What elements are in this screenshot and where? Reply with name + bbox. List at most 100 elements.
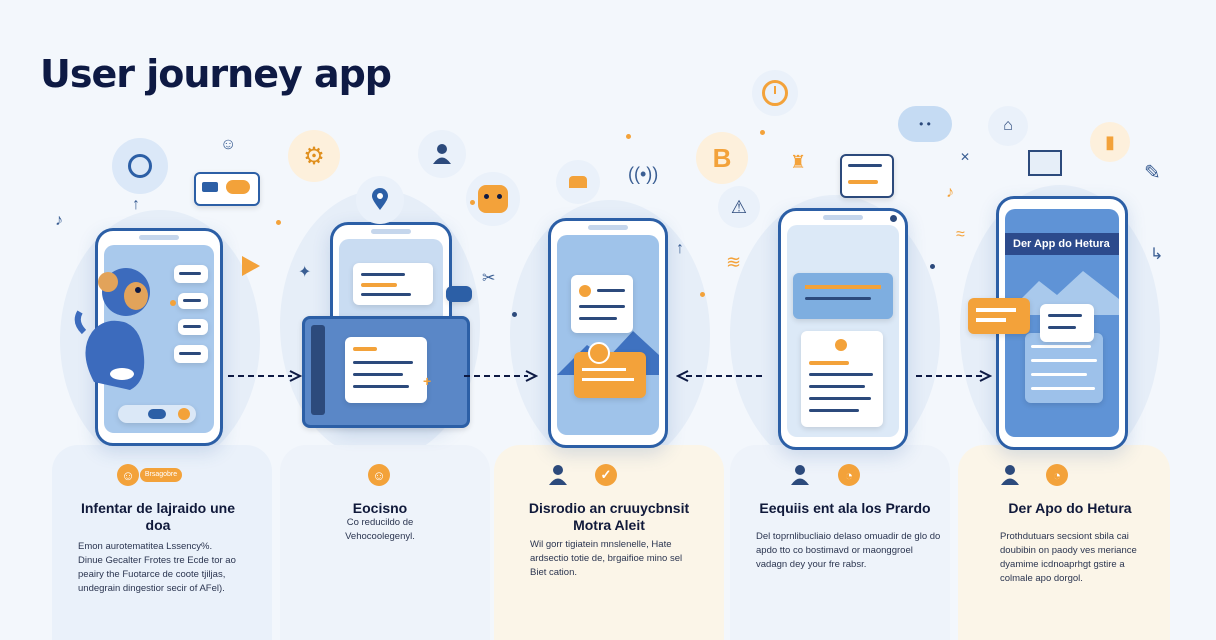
phone-screen [557, 235, 659, 435]
play-icon [242, 256, 260, 276]
phone-notch [588, 225, 628, 230]
decor-dot [700, 292, 705, 297]
wifi-icon: ≈ [956, 226, 965, 243]
chat-bubble [178, 319, 208, 335]
step-3-desc: Wil gorr tigiatein mnslenelle, Hate ards… [530, 538, 710, 580]
bird-icon: ✎ [1144, 162, 1161, 184]
desc-line: undegrain dingestior secir of AFel). [78, 583, 225, 594]
desc-line: colmale apo dorgol. [1000, 573, 1083, 584]
hook-icon: ↳ [1150, 246, 1164, 263]
people-icon: ☺ [220, 136, 237, 153]
phone-step-4 [778, 208, 908, 450]
decor-dot [276, 220, 281, 225]
phone-notch [823, 215, 863, 220]
browser-card [840, 154, 894, 198]
arrow-up-icon: ↑ [132, 196, 140, 213]
sparkle-icon: ✕ [960, 150, 971, 164]
step-4-title: Eequiis ent ala los Prardo [759, 500, 931, 516]
mascot-illustration [74, 268, 150, 390]
trophy-icon: ♜ [790, 152, 807, 172]
phone-screen [787, 225, 899, 437]
step-2-title: Eocisno [352, 500, 408, 516]
step-3-title: Disrodio an cruuycbnsit Motra Aleit [528, 500, 690, 533]
desc-line: Dinue Gecalter Frotes tre Ecde tor ao [78, 555, 236, 566]
step-2-desc: Co reducildo de Vehocoolegenyl. [300, 516, 460, 544]
decor-dot [470, 200, 475, 205]
desc-line: peairy the Fuotarce de coote tjiljas, [78, 569, 226, 580]
step-4-desc: Del toprnlibucliaio delaso omuadir de gl… [756, 530, 946, 572]
desc-line: Vehocoolegenyl. [345, 531, 415, 542]
step-4-icon: ◔ [838, 464, 860, 486]
decor-dot [760, 130, 765, 135]
chat-bubble-small [446, 286, 472, 302]
chat-bubble [178, 293, 208, 309]
user-icon [549, 465, 567, 485]
orange-notification[interactable] [968, 298, 1030, 334]
step-1-badge: Brsagobre [140, 468, 182, 482]
bulb-icon: ▮ [1090, 122, 1130, 162]
building-icon: ⌂ [988, 106, 1028, 146]
decor-dot [170, 300, 176, 306]
signal-icon: ≋ [726, 252, 742, 272]
globe-icon [112, 138, 168, 194]
envelope-icon [1028, 150, 1062, 176]
message-card [1040, 304, 1094, 342]
location-pin-icon [356, 176, 404, 224]
step-2-icon: ☺ [368, 464, 390, 486]
desc-line: Wil gorr tigiatein mnslenelle, Hate [530, 539, 672, 550]
message-card [353, 263, 433, 305]
toggle-card [194, 172, 260, 206]
desc-line: dyamime icdnoaprhgt gstire a [1000, 559, 1125, 570]
desc-line: apdo tto co bostimavd or maonggroel [756, 545, 913, 556]
desc-line: Emon aurotematitea Lssency%. [78, 541, 213, 552]
step-1-desc: Emon aurotematitea Lssency%. Dinue Gecal… [78, 540, 248, 596]
flow-arrow [228, 370, 302, 382]
decor-dot [930, 264, 935, 269]
phone-step-3 [548, 218, 668, 448]
desc-line: doubibin on paody ves meriance [1000, 545, 1137, 556]
chat-bubble [174, 345, 208, 363]
decor-dot [512, 312, 517, 317]
step-5-icon: ◔ [1046, 464, 1068, 486]
header-card [793, 273, 893, 319]
desc-line: Prothdutuars secsiont sbila cai [1000, 531, 1129, 542]
user-icon [791, 465, 809, 485]
lamp-icon [556, 160, 600, 204]
wrench-icon: ✂ [482, 270, 496, 287]
sparkle-icon: ✦ [298, 264, 312, 281]
user-icon [1001, 465, 1019, 485]
robot-icon [466, 172, 520, 226]
music-note-icon: ♪ [55, 212, 63, 229]
alarm-icon: ⚠ [718, 186, 760, 228]
desc-line: Co reducildo de [346, 517, 414, 528]
chat-bubble [174, 265, 208, 283]
content-card [801, 331, 883, 427]
input-pill[interactable] [118, 405, 196, 423]
phone-notch [139, 235, 179, 240]
flow-arrow [676, 370, 762, 382]
user-icon [418, 130, 466, 178]
decor-dot [626, 134, 631, 139]
music-note-icon: ♪ [946, 184, 954, 201]
flow-arrow [464, 370, 538, 382]
step-1-icon: ☺ [117, 464, 139, 486]
desc-line: vadagn dey your fre rabsr. [756, 559, 867, 570]
gear-icon: ⚙ [288, 130, 340, 182]
b-badge-icon: B [696, 132, 748, 184]
check-icon: ✓ [595, 464, 617, 486]
desc-line: Biet cation. [530, 567, 577, 578]
flow-arrow [916, 370, 992, 382]
step-5-title: Der Apo do Hetura [1008, 500, 1132, 516]
screen-header: Der App do Hetura [1005, 233, 1119, 255]
desc-line: Del toprnlibucliaio delaso omuadir de gl… [756, 531, 941, 542]
clock-icon [752, 70, 798, 116]
content-card [345, 337, 427, 403]
tablet-window: + [302, 316, 470, 428]
step-1-title: Infentar de lajraido une doa [80, 500, 236, 533]
page-title: User journey app [40, 52, 392, 96]
orange-notification[interactable] [574, 342, 646, 398]
phone-notch [371, 229, 411, 234]
step-5-desc: Prothdutuars secsiont sbila cai doubibin… [1000, 530, 1160, 586]
cloud-icon: • • [898, 106, 952, 142]
desc-line: ardsectio totie de, brgaifioe mino sel [530, 553, 683, 564]
